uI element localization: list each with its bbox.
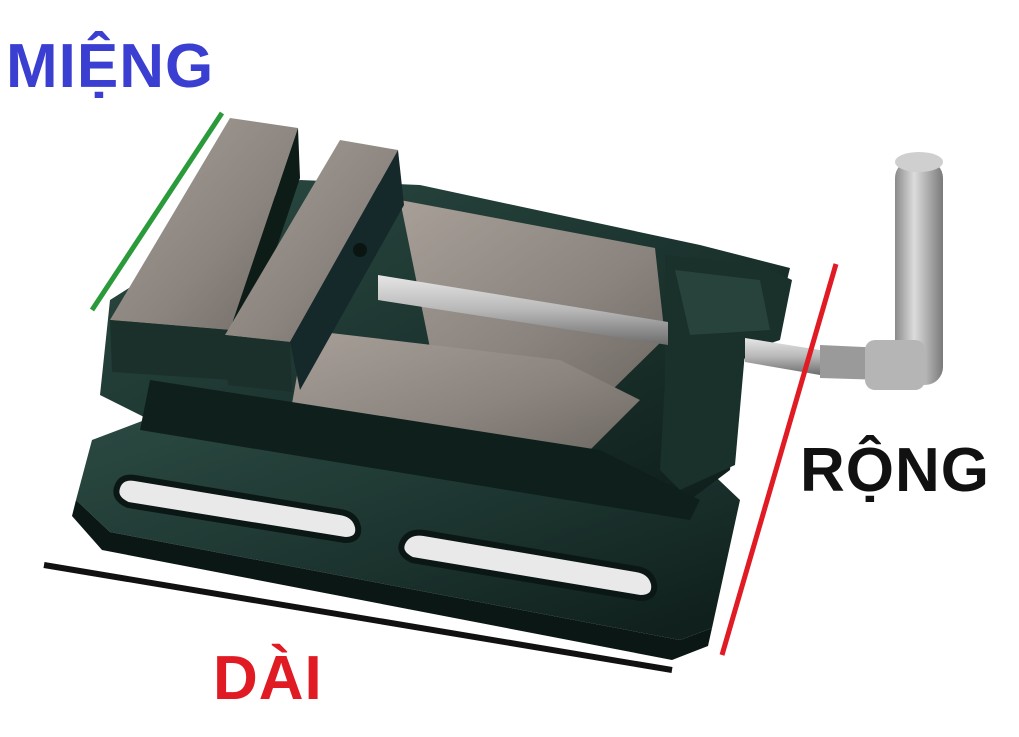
length-label: DÀI (213, 644, 323, 713)
width-dimension-line (719, 263, 839, 656)
mounting-slot (113, 474, 362, 544)
mounting-slot (398, 529, 658, 602)
width-label: RỘNG (800, 436, 990, 505)
length-dimension-line (43, 562, 673, 673)
mouth-dimension-line (89, 111, 225, 312)
crank-handle (865, 152, 943, 390)
movable-jaw (225, 140, 404, 392)
mouth-label: MIỆNG (6, 32, 215, 101)
